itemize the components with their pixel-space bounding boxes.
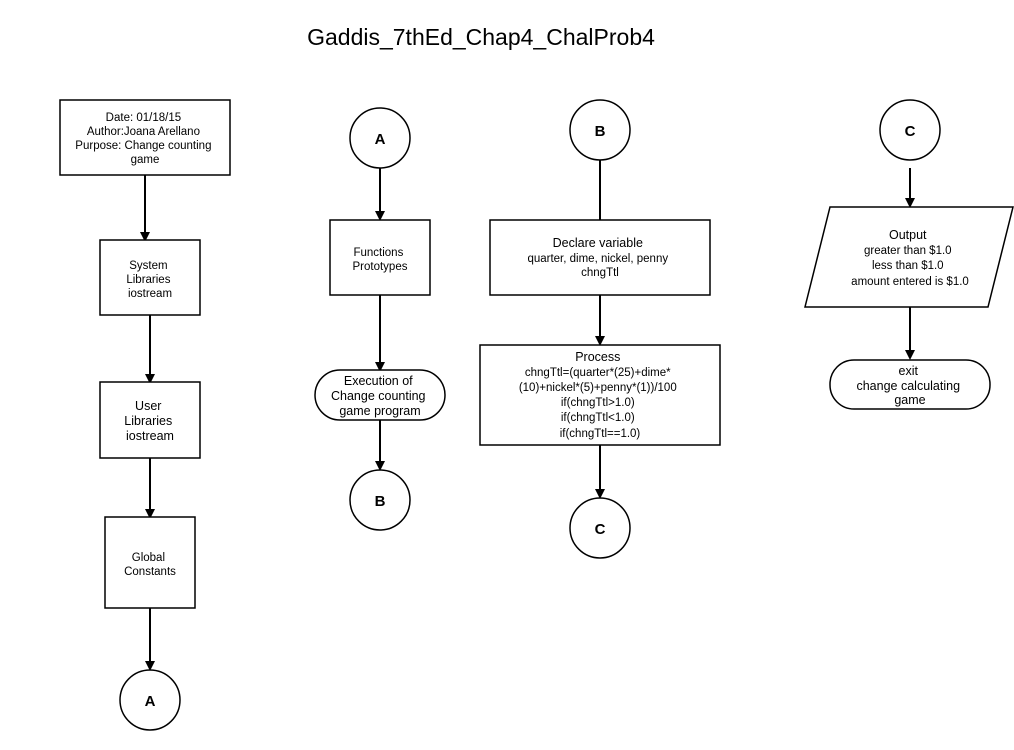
- declare-variable-box: Declare variable quarter, dime, nickel, …: [489, 219, 711, 296]
- user-libraries-line: Libraries: [124, 414, 172, 428]
- output-line: amount entered is $1.0: [851, 276, 969, 288]
- connector-c-off-page: C: [569, 497, 631, 559]
- execution-line: Execution of: [344, 374, 413, 388]
- global-constants-line: Global: [132, 552, 165, 564]
- declare-variable-line: Declare variable: [553, 236, 643, 250]
- connector-b-off-page: B: [349, 469, 411, 531]
- connector-b-label: B: [375, 493, 386, 510]
- system-libraries-box: System Libraries iostream: [99, 239, 201, 316]
- exit-line: change calculating: [856, 379, 960, 393]
- output-line: less than $1.0: [872, 260, 944, 272]
- svg-text:Declare variable quarter: Declare variable quarter, dime, nickel, …: [527, 234, 672, 279]
- connector-c-label: C: [905, 123, 916, 140]
- declare-variable-line: chngTtl: [581, 267, 619, 279]
- process-line: (10)+nickel*(5)+penny*(1))/100: [519, 382, 677, 394]
- svg-text:Global Constants: Global Constants: [124, 552, 176, 578]
- global-constants-box: Global Constants: [104, 516, 196, 609]
- exit-line: exit: [899, 364, 919, 378]
- connector-a-label: A: [145, 693, 156, 710]
- connector-a-label: A: [375, 131, 386, 148]
- connector-a-off-page: A: [119, 669, 181, 731]
- svg-text:Process chngTtl=(quarter: Process chngTtl=(quarter*(25)+dime* (10)…: [519, 348, 681, 440]
- process-line: if(chngTtl<1.0): [561, 412, 635, 424]
- execution-line: game program: [339, 404, 420, 418]
- connector-a-on-page: A: [349, 107, 411, 169]
- connector-c-label: C: [595, 521, 606, 538]
- functions-prototypes-line: Prototypes: [353, 261, 408, 273]
- process-line: chngTtl=(quarter*(25)+dime*: [525, 367, 671, 379]
- system-libraries-line: System: [129, 260, 167, 272]
- system-libraries-line: iostream: [128, 288, 172, 300]
- svg-text:Functions Prototypes: Functions Prototypes: [353, 247, 408, 273]
- output-line: Output: [889, 228, 927, 242]
- connector-c-on-page: C: [879, 99, 941, 161]
- connector-b-on-page: B: [569, 99, 631, 161]
- exit-line: game: [894, 393, 925, 407]
- header-box-line: game: [131, 154, 160, 166]
- svg-text:Execution of Change coun: Execution of Change counting game progra…: [331, 374, 429, 418]
- diagram-title: Gaddis_7thEd_Chap4_ChalProb4: [307, 24, 655, 50]
- process-box: Process chngTtl=(quarter*(25)+dime* (10)…: [479, 344, 721, 446]
- svg-text:User Libraries ios: User Libraries iostream: [124, 399, 175, 443]
- svg-text:Date: 01/18/15 Author:Jo: Date: 01/18/15 Author:Joana Arellano Pur…: [75, 112, 214, 166]
- process-line: if(chngTtl==1.0): [560, 428, 641, 440]
- global-constants-line: Constants: [124, 566, 176, 578]
- process-line: if(chngTtl>1.0): [561, 397, 635, 409]
- connector-b-label: B: [595, 123, 606, 140]
- execution-line: Change counting: [331, 389, 426, 403]
- functions-prototypes-line: Functions: [353, 247, 403, 259]
- header-box-line: Date: 01/18/15: [106, 112, 181, 124]
- header-box-line: Purpose: Change counting: [75, 140, 211, 152]
- output-parallelogram: Output greater than $1.0 less than $1.0 …: [804, 206, 1014, 308]
- output-line: greater than $1.0: [864, 245, 952, 257]
- exit-terminal: exit change calculating game: [829, 359, 991, 410]
- header-box: Date: 01/18/15 Author:Joana Arellano Pur…: [59, 99, 231, 176]
- declare-variable-line: quarter, dime, nickel, penny: [527, 253, 668, 265]
- process-line: Process: [575, 350, 620, 364]
- user-libraries-line: User: [135, 399, 161, 413]
- functions-prototypes-box: Functions Prototypes: [329, 219, 431, 296]
- svg-text:System Libraries i: System Libraries iostream: [126, 260, 173, 300]
- execution-terminal: Execution of Change counting game progra…: [314, 369, 446, 421]
- system-libraries-line: Libraries: [126, 274, 170, 286]
- svg-text:Output greater than $1.0: Output greater than $1.0 less than $1.0 …: [851, 226, 969, 288]
- user-libraries-box: User Libraries iostream: [99, 381, 201, 459]
- svg-text:exit change calculating: exit change calculating game: [856, 364, 963, 407]
- user-libraries-line: iostream: [126, 429, 174, 443]
- header-box-line: Author:Joana Arellano: [87, 126, 200, 138]
